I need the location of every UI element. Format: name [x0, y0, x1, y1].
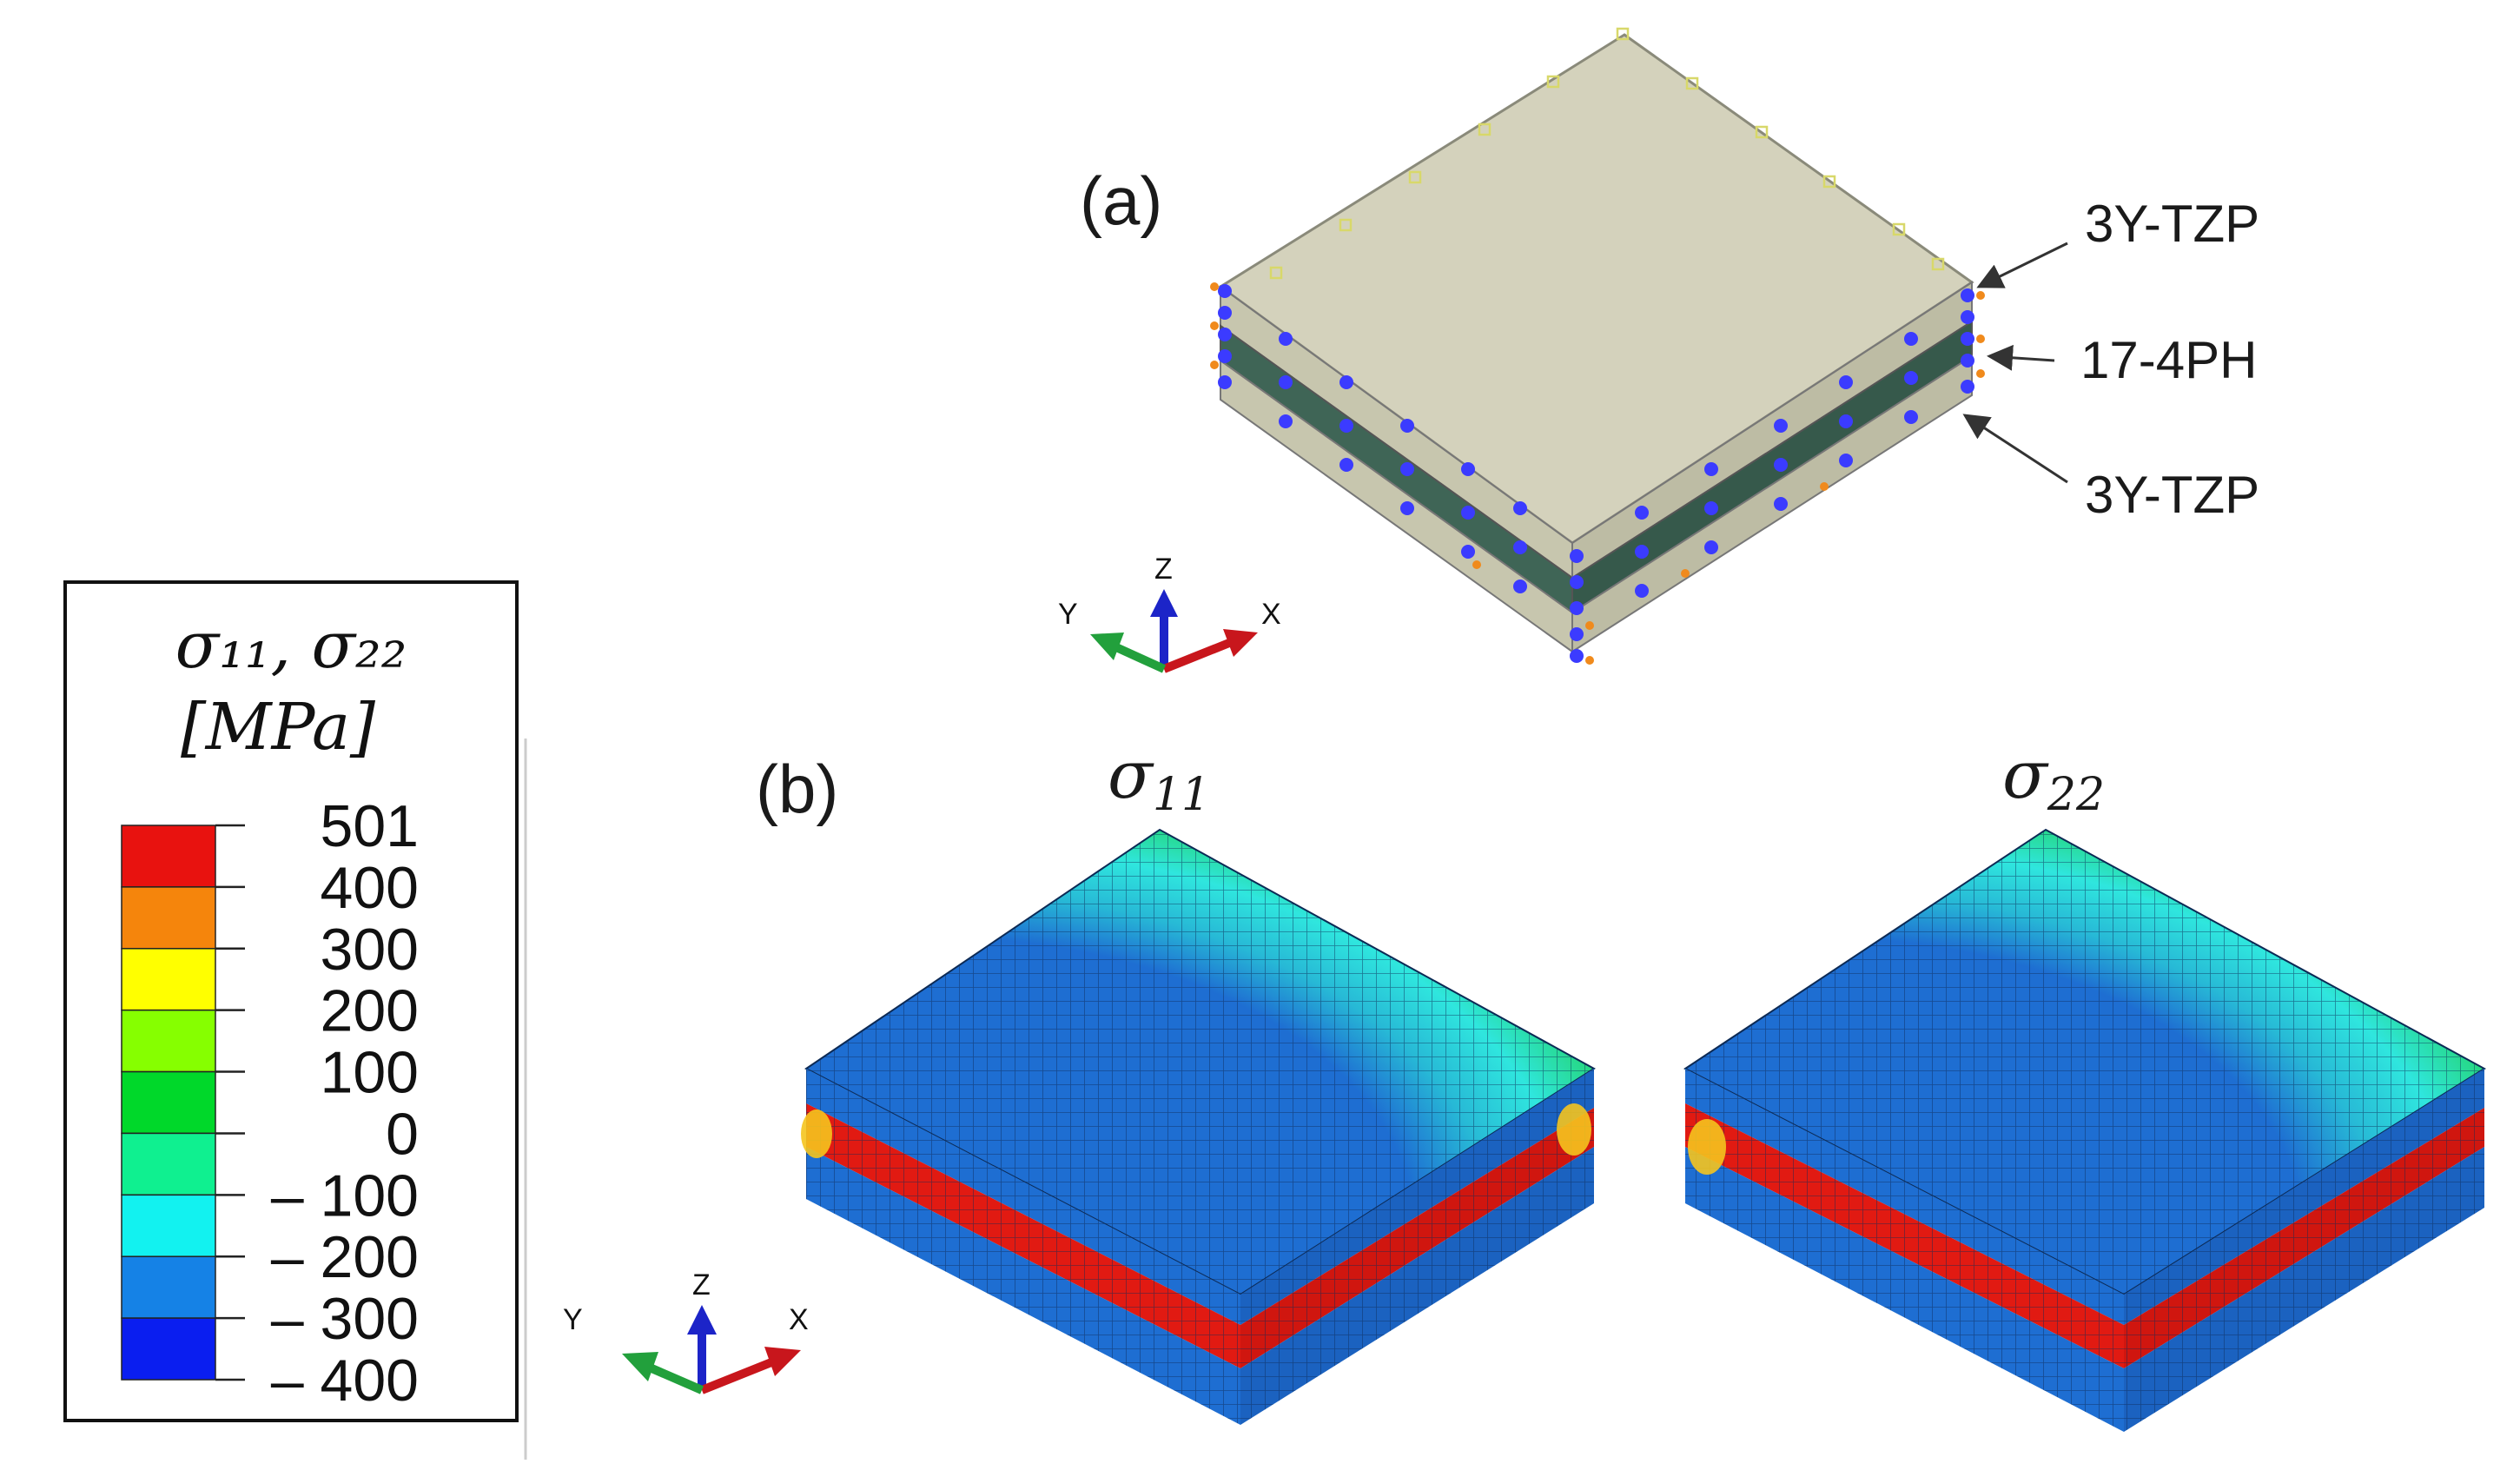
contour-plot-sigma22 — [1683, 828, 2486, 1432]
axis-triad-a: Z X Y — [1058, 553, 1281, 673]
plot-title-sigma22: σ22 — [2002, 736, 2105, 821]
axis-label-x: X — [789, 1303, 809, 1336]
legend-swatch — [121, 1132, 216, 1196]
bc-symbols — [1210, 282, 1985, 665]
panel-a-label: (a) — [1080, 162, 1162, 239]
panel-a: (a) — [1058, 27, 2259, 673]
legend-tick-label: 400 — [321, 855, 419, 921]
legend-tick-label: – 200 — [271, 1224, 419, 1290]
legend-title-quantity: σ₁₁, σ₂₂ — [175, 608, 407, 683]
callout-label-middle-layer: 17-4PH — [2080, 331, 2257, 389]
legend-tick-label: 300 — [321, 917, 419, 983]
callout-arrow-bottom — [1962, 414, 2068, 484]
callout-arrow-top — [1976, 242, 2068, 288]
axis-label-x: X — [1261, 598, 1281, 631]
callout-label-bottom-layer: 3Y-TZP — [2085, 466, 2259, 524]
callout-label-top-layer: 3Y-TZP — [2085, 195, 2259, 253]
legend-tick-label: 501 — [321, 793, 419, 859]
legend-swatch — [121, 1070, 216, 1135]
contour-plot-sigma11 — [801, 828, 1596, 1425]
plot-title-sigma11: σ11 — [1108, 736, 1210, 821]
legend-tick-label: 0 — [386, 1101, 419, 1167]
legend-swatch — [121, 825, 216, 888]
axis-label-y: Y — [563, 1303, 583, 1336]
legend-swatch — [121, 948, 216, 1011]
legend-tick-label: 100 — [321, 1040, 419, 1106]
legend-swatch — [121, 1255, 216, 1319]
layer-callouts: 3Y-TZP 17-4PH 3Y-TZP — [1962, 195, 2259, 524]
legend-tick-label: – 100 — [271, 1162, 419, 1229]
panel-b: (b) σ11 σ22 — [563, 736, 2486, 1432]
legend-tick-label: 200 — [321, 978, 419, 1044]
legend-swatch — [121, 1194, 216, 1257]
callout-arrow-middle — [1987, 344, 2055, 371]
legend-title-unit: [MPa] — [181, 690, 375, 765]
axis-triad-b: Z X Y — [563, 1268, 809, 1394]
laminate-model — [1210, 27, 1985, 665]
legend-swatches — [121, 825, 216, 1381]
top-edge-markers — [1269, 27, 1945, 280]
axis-label-y: Y — [1058, 598, 1078, 631]
legend-tick-label: – 300 — [271, 1286, 419, 1352]
legend-swatch — [121, 886, 216, 950]
axis-label-z: Z — [1154, 553, 1173, 586]
axis-label-z: Z — [692, 1268, 711, 1301]
legend-swatch — [121, 1317, 216, 1381]
legend-tick-label: – 400 — [271, 1348, 419, 1414]
legend-swatch — [121, 1009, 216, 1073]
panel-b-label: (b) — [756, 751, 838, 827]
